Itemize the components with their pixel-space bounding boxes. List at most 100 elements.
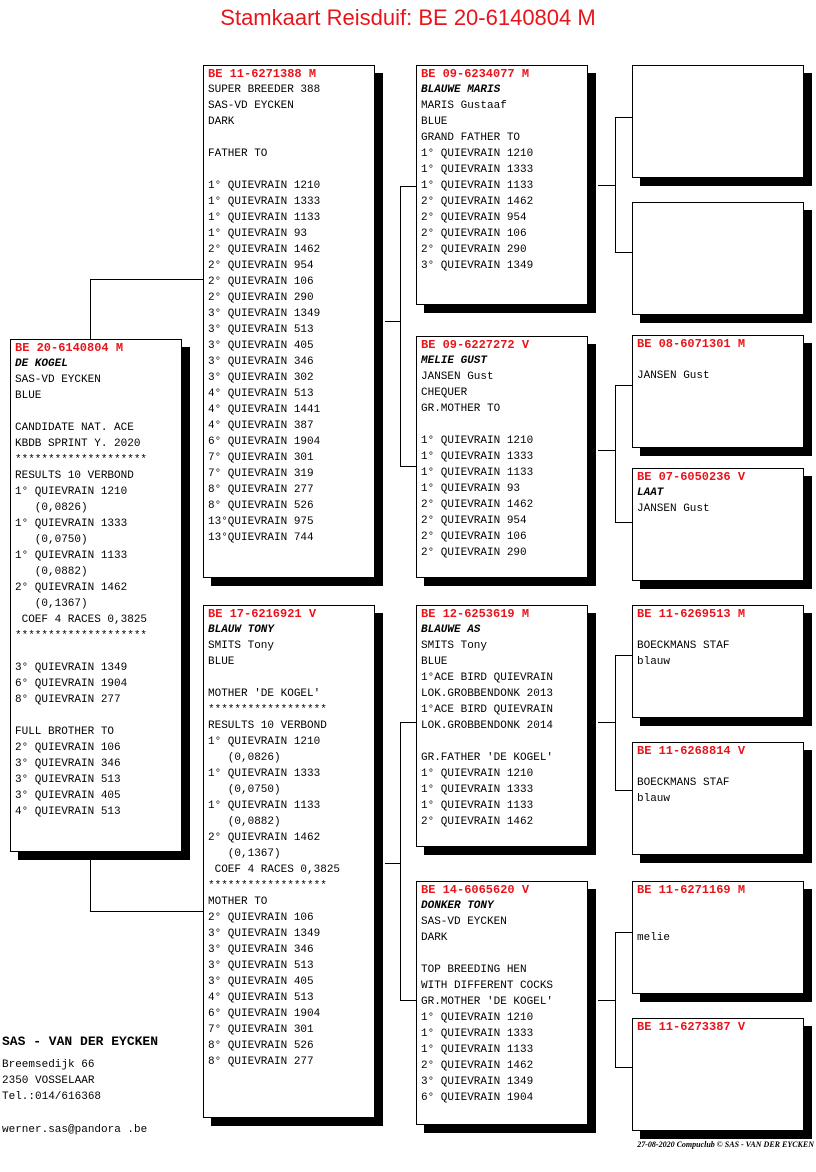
pigeon-info-line: (0,1367) bbox=[208, 848, 281, 860]
connector-line bbox=[615, 385, 632, 386]
ring-number: BE 14-6065620 V bbox=[421, 883, 530, 897]
page-title: Stamkaart Reisduif: BE 20-6140804 M bbox=[220, 5, 596, 30]
pigeon-info-line: TOP BREEDING HEN bbox=[421, 964, 527, 976]
pigeon-info-line bbox=[421, 417, 587, 433]
pigeon-info-line bbox=[637, 622, 803, 638]
pigeon-info-line bbox=[421, 946, 587, 962]
pigeon-info-line: 1° QUIEVRAIN 1133 bbox=[208, 800, 321, 812]
pigeon-info-line: BLUE bbox=[15, 390, 42, 402]
pigeon-info-line: JANSEN Gust bbox=[637, 503, 710, 515]
pigeon-info-line bbox=[421, 734, 587, 750]
pigeon-info-line: 8° QUIEVRAIN 277 bbox=[15, 694, 121, 706]
pigeon-info-line: 3° QUIEVRAIN 1349 bbox=[421, 260, 534, 272]
connector-line bbox=[598, 1000, 615, 1001]
pigeon-info-line: 2° QUIEVRAIN 1462 bbox=[421, 499, 534, 511]
pigeon-info-line: 7° QUIEVRAIN 301 bbox=[208, 1024, 314, 1036]
pigeon-info-line bbox=[15, 644, 181, 660]
pigeon-card-ffm bbox=[632, 202, 804, 315]
pigeon-info-line: MOTHER TO bbox=[208, 896, 268, 908]
pigeon-info-line: 2° QUIEVRAIN 1462 bbox=[421, 196, 534, 208]
pigeon-info-line bbox=[637, 914, 803, 930]
pigeon-info-line: SAS-VD EYCKEN bbox=[15, 374, 101, 386]
connector-line bbox=[400, 186, 401, 467]
pigeon-info-line: 2° QUIEVRAIN 954 bbox=[421, 212, 527, 224]
pigeon-info-line: 3° QUIEVRAIN 1349 bbox=[15, 662, 128, 674]
pigeon-info-line: 1° QUIEVRAIN 93 bbox=[208, 228, 308, 240]
pigeon-info-line bbox=[15, 708, 181, 724]
pigeon-info-line: MOTHER 'DE KOGEL' bbox=[208, 688, 321, 700]
pigeon-info-line: 1° QUIEVRAIN 1333 bbox=[421, 164, 534, 176]
connector-line bbox=[90, 279, 203, 280]
pigeon-info-line: 2° QUIEVRAIN 1462 bbox=[208, 244, 321, 256]
ring-number: BE 09-6227272 V bbox=[421, 338, 530, 352]
pigeon-info-line: 8° QUIEVRAIN 526 bbox=[208, 500, 314, 512]
pigeon-info-line: CANDIDATE NAT. ACE bbox=[15, 422, 134, 434]
pigeon-name: SUPER BREEDER 388 bbox=[208, 84, 321, 96]
pigeon-info-line: 8° QUIEVRAIN 277 bbox=[208, 484, 314, 496]
pigeon-info-line: KBDB SPRINT Y. 2020 bbox=[15, 438, 141, 450]
pigeon-info-line: COEF 4 RACES 0,3825 bbox=[208, 864, 341, 876]
pigeon-info-line bbox=[637, 898, 803, 914]
pigeon-info-line: 3° QUIEVRAIN 1349 bbox=[421, 1076, 534, 1088]
pigeon-info-line: BOECKMANS STAF bbox=[637, 640, 730, 652]
ring-number: BE 11-6269513 M bbox=[637, 607, 746, 621]
pigeon-info-line: (0,0826) bbox=[208, 752, 281, 764]
pigeon-info-line: 1° QUIEVRAIN 1210 bbox=[15, 486, 128, 498]
pigeon-info-line: 2° QUIEVRAIN 954 bbox=[208, 260, 314, 272]
pigeon-info-line: JANSEN Gust bbox=[637, 370, 710, 382]
connector-line bbox=[615, 790, 632, 791]
pigeon-info-line: 1° QUIEVRAIN 1133 bbox=[421, 1044, 534, 1056]
pigeon-info-line: 3° QUIEVRAIN 405 bbox=[15, 790, 121, 802]
pigeon-info-line: 1° QUIEVRAIN 1210 bbox=[421, 148, 534, 160]
connector-line bbox=[615, 932, 632, 933]
pigeon-info-line: 4° QUIEVRAIN 513 bbox=[15, 806, 121, 818]
pigeon-info-line: BLUE bbox=[421, 116, 448, 128]
connector-line bbox=[615, 117, 616, 253]
pigeon-info-line: 1° QUIEVRAIN 1133 bbox=[421, 180, 534, 192]
pigeon-info-line: 4° QUIEVRAIN 387 bbox=[208, 420, 314, 432]
connector-line bbox=[400, 722, 401, 1001]
pigeon-info-line: 3° QUIEVRAIN 1349 bbox=[208, 928, 321, 940]
pigeon-info-line: SMITS Tony bbox=[208, 640, 275, 652]
pigeon-info-line: blauw bbox=[637, 793, 671, 805]
pigeon-info-line: CHEQUER bbox=[421, 387, 468, 399]
footer-credit: 27-08-2020 Compuclub © SAS - VAN DER EYC… bbox=[637, 1140, 814, 1149]
connector-line bbox=[400, 722, 416, 723]
pigeon-info-line: 1° QUIEVRAIN 1210 bbox=[208, 736, 321, 748]
pigeon-info-line: 7° QUIEVRAIN 319 bbox=[208, 468, 314, 480]
pigeon-info-line: 2° QUIEVRAIN 954 bbox=[421, 515, 527, 527]
pigeon-info-line: BLUE bbox=[421, 656, 448, 668]
ring-number: BE 11-6273387 V bbox=[637, 1020, 746, 1034]
pigeon-info-line bbox=[637, 352, 803, 368]
pigeon-info-line: 1° QUIEVRAIN 1333 bbox=[208, 196, 321, 208]
pigeon-info-line: 2° QUIEVRAIN 106 bbox=[421, 228, 527, 240]
connector-line bbox=[598, 185, 615, 186]
pigeon-info-line: FATHER TO bbox=[208, 148, 268, 160]
pigeon-info-line: 3° QUIEVRAIN 302 bbox=[208, 372, 314, 384]
pigeon-info-line: 1°ACE BIRD QUIEVRAIN bbox=[421, 672, 554, 684]
pigeon-info-line: COEF 4 RACES 0,3825 bbox=[15, 614, 148, 626]
pigeon-name: DONKER TONY bbox=[421, 900, 494, 912]
ring-number: BE 20-6140804 M bbox=[15, 341, 124, 355]
pigeon-info-line: 3° QUIEVRAIN 513 bbox=[208, 960, 314, 972]
pigeon-info-line: 2° QUIEVRAIN 106 bbox=[15, 742, 121, 754]
owner-email: werner.sas@pandora .be bbox=[2, 1124, 148, 1136]
pigeon-info-line: 8° QUIEVRAIN 277 bbox=[208, 1056, 314, 1068]
pigeon-info-line: 6° QUIEVRAIN 1904 bbox=[208, 1008, 321, 1020]
owner-name: SAS - VAN DER EYCKEN bbox=[2, 1034, 159, 1049]
pigeon-info-line: LOK.GROBBENDONK 2013 bbox=[421, 688, 554, 700]
pigeon-info-line: 2° QUIEVRAIN 290 bbox=[421, 547, 527, 559]
pigeon-info-line: RESULTS 10 VERBOND bbox=[208, 720, 327, 732]
pigeon-info-line: 1° QUIEVRAIN 1333 bbox=[15, 518, 128, 530]
pigeon-info-line: 1°ACE BIRD QUIEVRAIN bbox=[421, 704, 554, 716]
